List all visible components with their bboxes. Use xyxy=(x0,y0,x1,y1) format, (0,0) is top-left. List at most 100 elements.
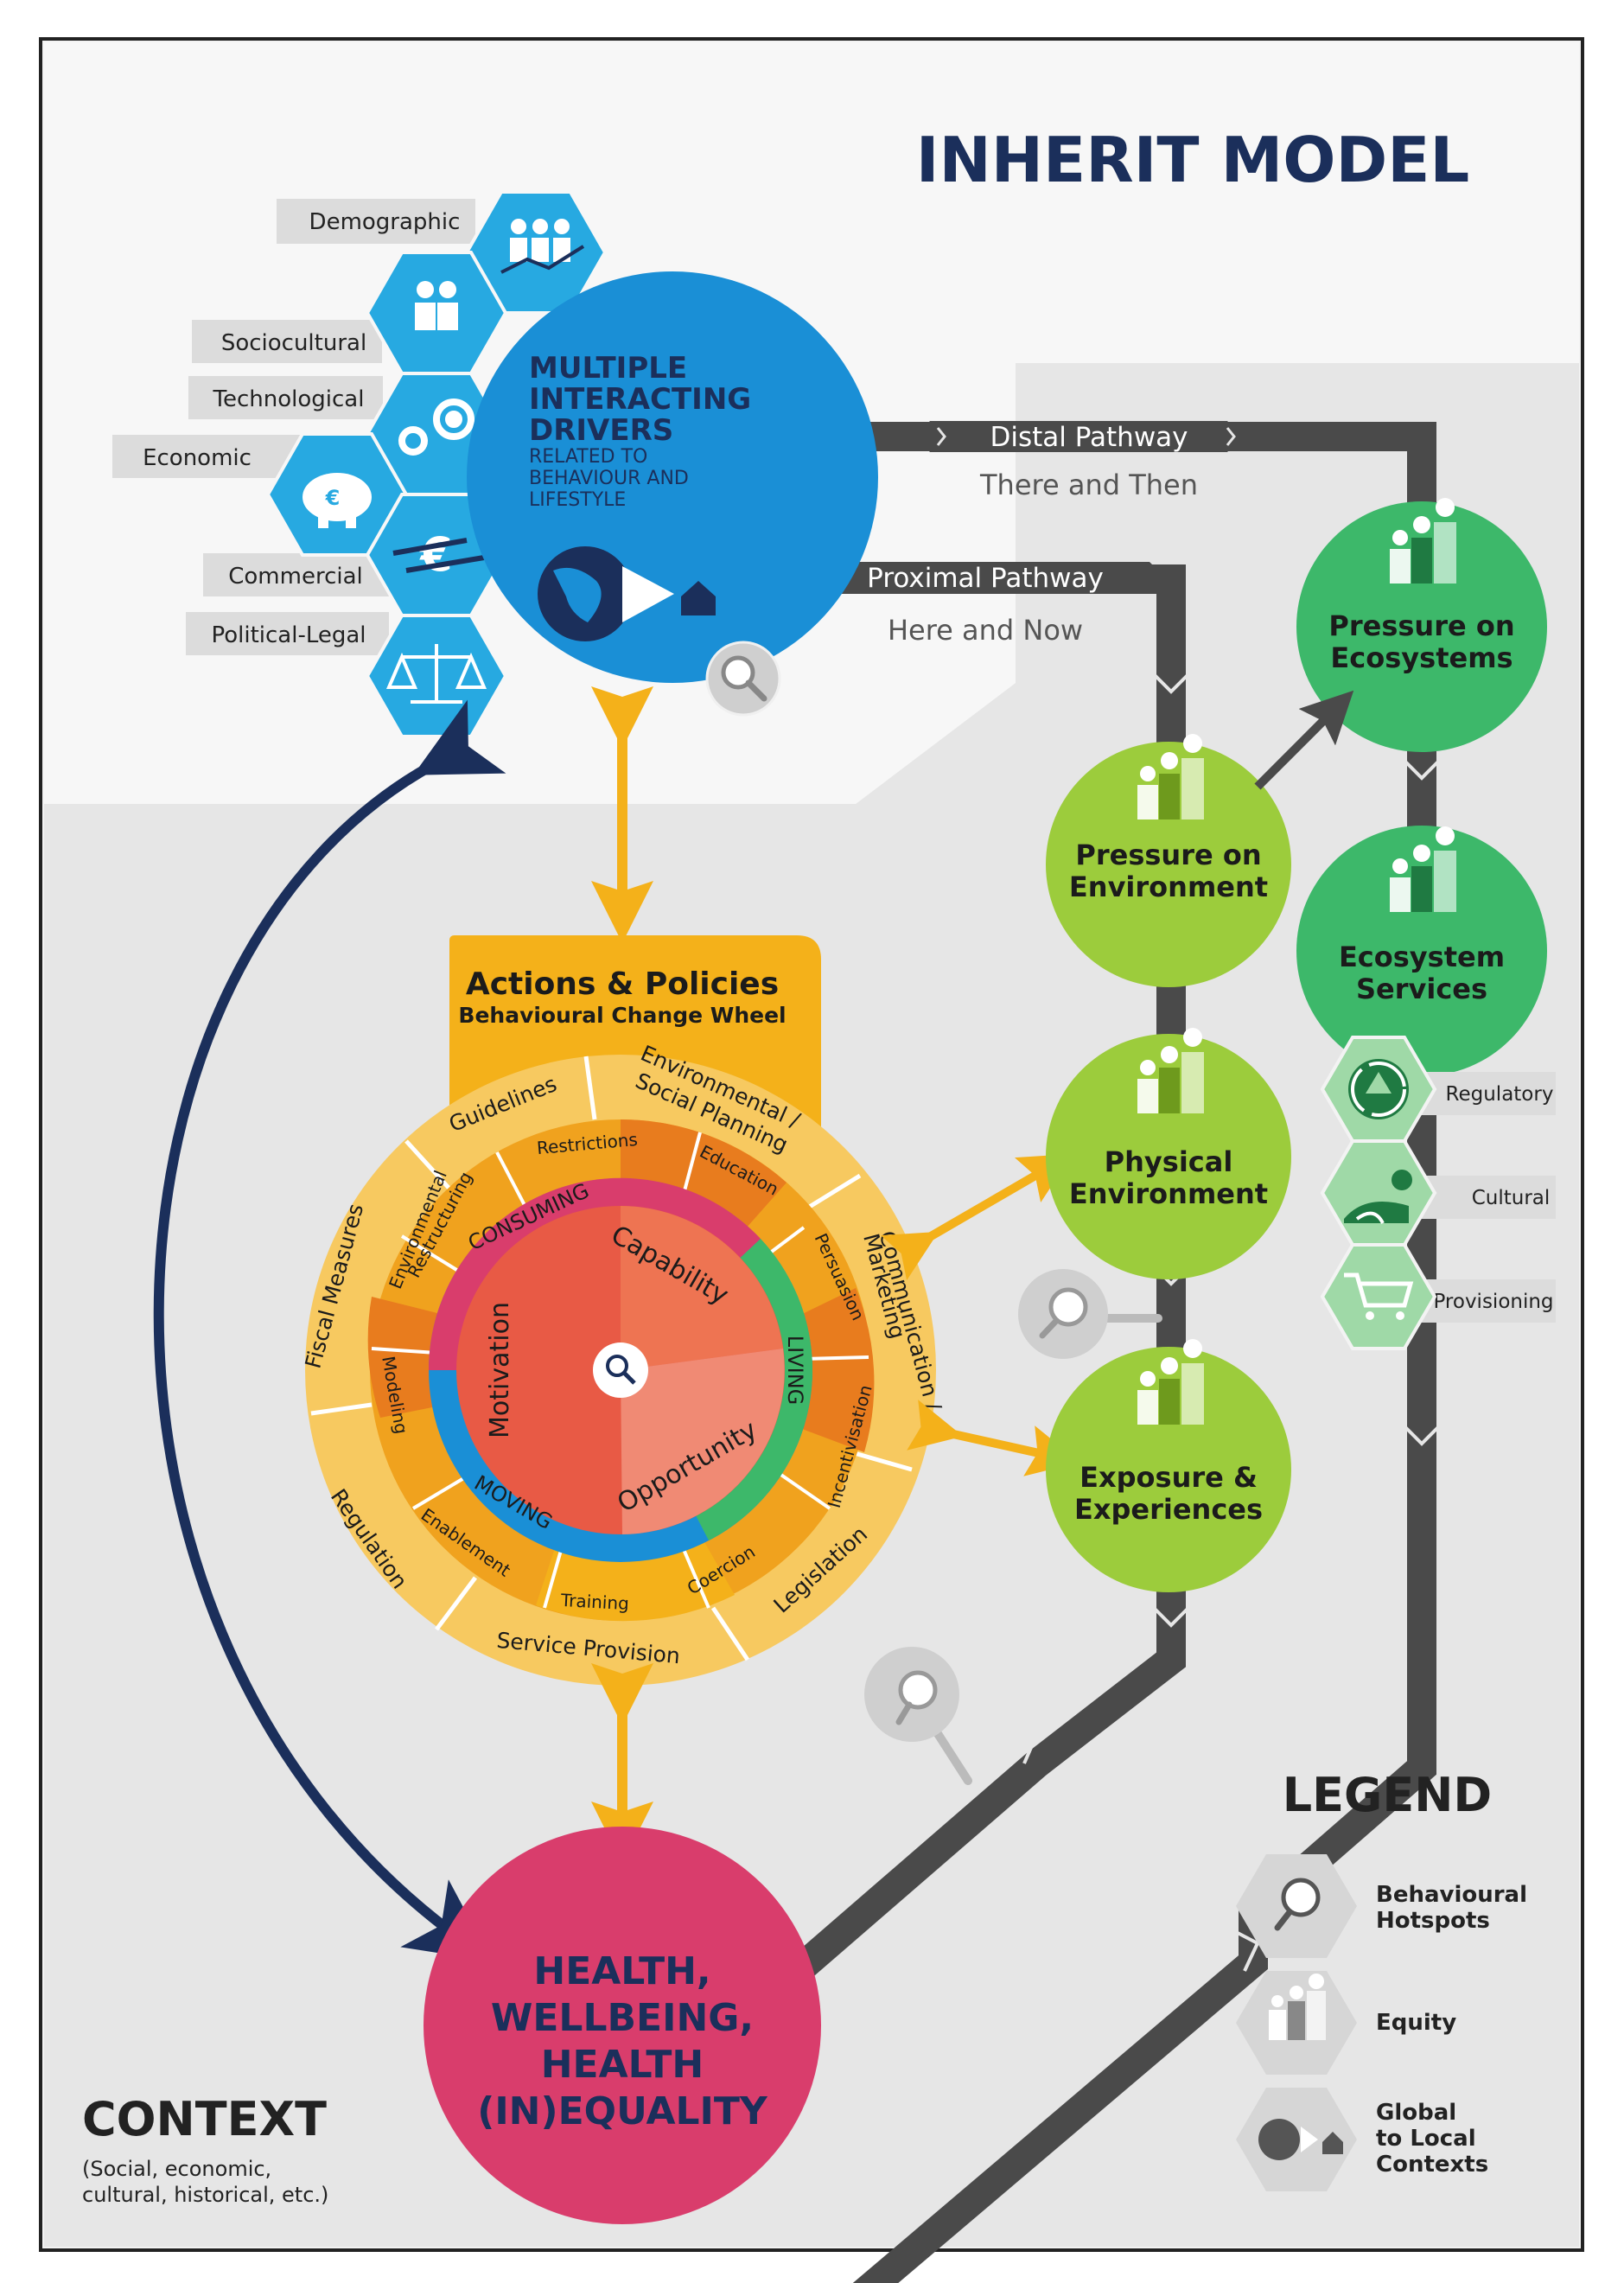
demographic-icon xyxy=(500,219,585,274)
env-to-ecosystems-arrow xyxy=(1254,690,1354,790)
equity-icon xyxy=(1137,734,1204,819)
svg-text:€: € xyxy=(418,527,453,582)
equity-icon-4 xyxy=(1390,498,1456,584)
health-line3: HEALTH xyxy=(541,2043,704,2087)
drivers-sub-line2: BEHAVIOUR AND xyxy=(529,468,689,489)
physical-environment-node: Physical Environment xyxy=(1046,1028,1291,1279)
pressure-eco-line1: Pressure on xyxy=(1328,609,1514,642)
behaviour-living: LIVING xyxy=(783,1336,807,1406)
equity-icon-3 xyxy=(1137,1339,1204,1425)
equity-icon-2 xyxy=(1137,1028,1204,1113)
piggy-bank-icon: € xyxy=(303,473,372,528)
globe-to-house-icon xyxy=(538,546,716,641)
legend-global-local: Global to Local Contexts xyxy=(1236,2088,1488,2191)
eco-services-line2: Services xyxy=(1356,973,1487,1005)
legend-global-line2: to Local xyxy=(1376,2126,1476,2152)
legend-title: LEGEND xyxy=(1283,1768,1493,1822)
health-line1: HEALTH, xyxy=(533,1949,710,1993)
landscape-icon xyxy=(1344,1170,1412,1224)
legend-hotspots-line1: Behavioural xyxy=(1376,1882,1527,1908)
provisioning-hex xyxy=(1320,1243,1437,1350)
core-motivation: Motivation xyxy=(485,1302,515,1438)
wheel-exposure-arrow xyxy=(907,1400,1080,1476)
actions-subtitle: Behavioural Change Wheel xyxy=(458,1003,786,1028)
core-opportunity-segment xyxy=(621,1349,785,1534)
driver-labels: Demographic Sociocultural Technological … xyxy=(112,199,475,655)
driver-label-demographic: Demographic xyxy=(309,209,461,235)
context-note-line2: cultural, historical, etc.) xyxy=(82,2183,328,2207)
equity-icon-5 xyxy=(1390,826,1456,912)
pressure-on-ecosystems-node: Pressure on Ecosystems xyxy=(1296,498,1547,752)
middle-ring-orange-band-1 xyxy=(621,1119,787,1236)
equity-icon-legend xyxy=(1269,1974,1326,2040)
drivers-heading-line3: DRIVERS xyxy=(529,413,673,448)
drivers-heading-line1: MULTIPLE xyxy=(529,351,687,386)
core-capability-segment xyxy=(621,1206,783,1370)
drivers-hotspot-magnifier-icon xyxy=(705,641,781,717)
proximal-pathway-subtitle: Here and Now xyxy=(888,614,1083,647)
health-line4: (IN)EQUALITY xyxy=(477,2089,768,2133)
middle-training: Training xyxy=(559,1590,629,1614)
legend-hotspots-line2: Hotspots xyxy=(1376,1908,1490,1934)
ecosystem-services-node: Ecosystem Services xyxy=(1296,826,1547,1076)
exposure-line1: Exposure & xyxy=(1079,1461,1258,1494)
wheel-physical-arrow xyxy=(880,1153,1073,1281)
globe-house-icon xyxy=(1258,2119,1343,2160)
driver-label-political-legal: Political-Legal xyxy=(211,622,366,648)
people-icon xyxy=(415,281,458,330)
physical-env-line2: Environment xyxy=(1069,1177,1268,1210)
context-title: CONTEXT xyxy=(82,2092,327,2146)
middle-ring-orange-band-2 xyxy=(793,1288,875,1452)
proximal-pathway-label: Proximal Pathway xyxy=(825,562,1165,594)
eco-service-provisioning: Provisioning xyxy=(1433,1291,1553,1313)
pressure-env-line1: Pressure on xyxy=(1075,839,1261,871)
driver-icons: € € xyxy=(303,219,585,704)
pressure-eco-line2: Ecosystems xyxy=(1330,641,1513,674)
health-line2: WELLBEING, xyxy=(491,1996,754,2040)
legend-global-line1: Global xyxy=(1376,2100,1456,2126)
shopping-cart-icon xyxy=(1344,1272,1414,1320)
driver-label-commercial: Commercial xyxy=(228,564,363,590)
context-note-line1: (Social, economic, xyxy=(82,2157,271,2181)
eco-service-cultural: Cultural xyxy=(1472,1187,1551,1209)
context-feedback-arrow xyxy=(153,699,506,1961)
drivers-sub-line3: LIFESTYLE xyxy=(529,489,626,511)
physical-env-line1: Physical xyxy=(1105,1145,1233,1178)
multiple-drivers-subheading: RELATED TO BEHAVIOUR AND LIFESTYLE xyxy=(529,446,689,511)
magnifier-icon xyxy=(1274,1878,1321,1931)
hotspot-magnifier-icon-lower xyxy=(864,1647,972,1785)
drivers-sub-line1: RELATED TO xyxy=(529,446,647,468)
eco-services-line1: Ecosystem xyxy=(1339,941,1505,973)
distal-pathway-subtitle: There and Then xyxy=(979,469,1198,501)
gears-icon xyxy=(398,399,474,456)
proximal-pathway-text: Proximal Pathway xyxy=(867,563,1104,594)
svg-text:€: € xyxy=(325,486,341,510)
health-circle xyxy=(424,1827,821,2224)
legend-global-line3: Contexts xyxy=(1376,2152,1488,2178)
eco-service-regulatory: Regulatory xyxy=(1446,1083,1554,1106)
pressure-on-environment-node: Pressure on Environment xyxy=(1046,734,1291,987)
exposure-experiences-node: Exposure & Experiences xyxy=(1046,1339,1291,1592)
distal-pathway-pipe xyxy=(791,422,1436,2283)
pressure-env-line2: Environment xyxy=(1069,870,1268,903)
legend-hotspots: Behavioural Hotspots xyxy=(1236,1854,1527,1958)
driver-label-economic: Economic xyxy=(143,445,252,471)
exposure-line2: Experiences xyxy=(1074,1493,1263,1526)
euro-exchange-icon: € xyxy=(392,527,485,582)
drivers-heading-line2: INTERACTING xyxy=(529,382,751,417)
driver-label-sociocultural: Sociocultural xyxy=(221,330,366,356)
legend-equity: Equity xyxy=(1236,1971,1456,2075)
distal-pathway-label: Distal Pathway xyxy=(929,421,1243,453)
driver-label-technological: Technological xyxy=(213,386,365,412)
wheel-core-magnifier-icon xyxy=(593,1342,648,1398)
ecosystem-service-items: Regulatory Cultural Provisioning xyxy=(1320,1036,1556,1350)
actions-title: Actions & Policies xyxy=(466,966,779,1002)
multiple-drivers-heading: MULTIPLE INTERACTING DRIVERS xyxy=(529,351,751,448)
hotspot-magnifier-icon-middle xyxy=(1018,1269,1162,1359)
diagram-title: INHERIT MODEL xyxy=(916,124,1470,196)
legend-equity-label: Equity xyxy=(1376,2010,1456,2036)
distal-pathway-text: Distal Pathway xyxy=(990,422,1188,453)
health-text: HEALTH, WELLBEING, HEALTH (IN)EQUALITY xyxy=(477,1949,768,2133)
regulatory-icon xyxy=(1348,1059,1409,1119)
